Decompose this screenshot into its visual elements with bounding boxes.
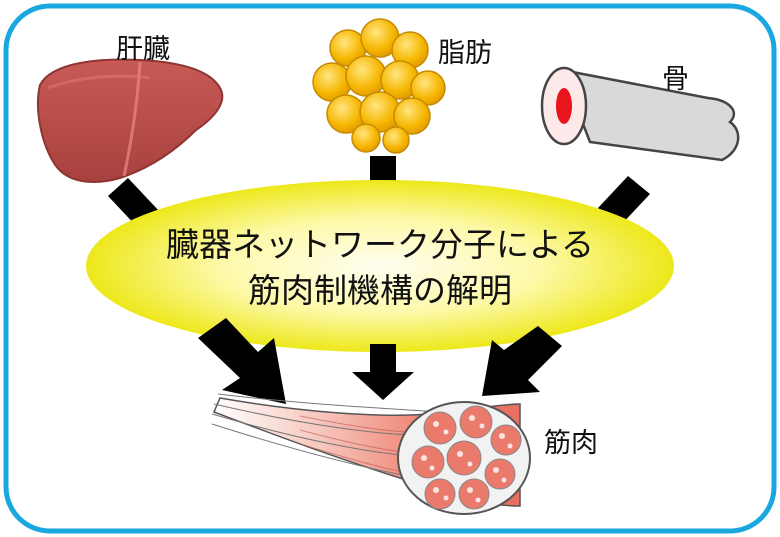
center-title-line2: 筋肉制機構の解明 [100, 268, 660, 314]
label-bone: 骨 [662, 66, 689, 93]
label-muscle: 筋肉 [544, 430, 598, 457]
center-title-line1: 臓器ネットワーク分子による [100, 222, 660, 268]
arrow-fat-to-center [370, 156, 396, 184]
center-title: 臓器ネットワーク分子による 筋肉制機構の解明 [100, 222, 660, 314]
label-fat: 脂肪 [438, 40, 492, 67]
label-liver: 肝臓 [116, 36, 170, 63]
